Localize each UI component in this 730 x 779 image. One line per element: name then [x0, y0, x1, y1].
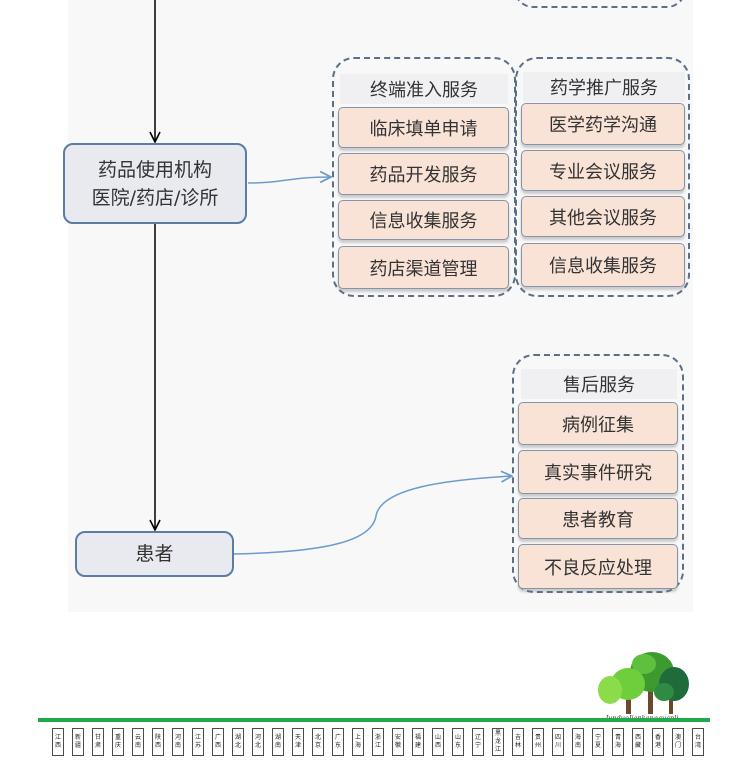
terminal-item: 临床填单申请 — [338, 107, 509, 148]
province-label: 四川 — [552, 728, 564, 756]
aftersales-item: 病例征集 — [518, 402, 678, 445]
province-label: 山西 — [432, 728, 444, 756]
province-label: 甘肃 — [92, 728, 104, 756]
group-partial-top — [514, 0, 686, 8]
aftersales-item: 不良反应处理 — [518, 544, 678, 589]
tree-logo: JunduoJiankangquanli — [598, 652, 689, 722]
province-label: 广东 — [332, 728, 344, 756]
promotion-item: 医学药学沟通 — [521, 103, 685, 145]
province-label: 浙江 — [372, 728, 384, 756]
province-label: 贵州 — [532, 728, 544, 756]
province-row: 江西新疆甘肃重庆云南陕西河南江苏广西湖北河北湖南天津北京广东上海浙江安徽福建山西… — [52, 728, 712, 762]
province-label: 河北 — [252, 728, 264, 756]
province-label: 湖南 — [272, 728, 284, 756]
group-after-sales-title: 售后服务 — [521, 369, 677, 399]
province-label: 湖北 — [232, 728, 244, 756]
province-label: 云南 — [132, 728, 144, 756]
province-label: 安徽 — [392, 728, 404, 756]
terminal-item: 药品开发服务 — [338, 153, 509, 195]
aftersales-item: 真实事件研究 — [518, 450, 678, 494]
province-label: 福建 — [412, 728, 424, 756]
promotion-item: 专业会议服务 — [521, 150, 685, 191]
province-label: 天津 — [292, 728, 304, 756]
province-label: 上海 — [352, 728, 364, 756]
node-institution: 药品使用机构 医院/药店/诊所 — [63, 143, 247, 224]
province-label: 香港 — [652, 728, 664, 756]
node-patient: 患者 — [75, 531, 234, 577]
province-label: 海南 — [572, 728, 584, 756]
province-label: 台湾 — [692, 728, 704, 756]
province-label: 澳门 — [672, 728, 684, 756]
province-label: 北京 — [312, 728, 324, 756]
province-label: 新疆 — [72, 728, 84, 756]
province-label: 重庆 — [112, 728, 124, 756]
node-institution-line-1: 药品使用机构 — [97, 158, 212, 181]
promotion-item: 信息收集服务 — [521, 243, 685, 287]
province-label: 西藏 — [632, 728, 644, 756]
curve-patient-to-aftersales — [233, 476, 512, 555]
node-institution-line-2: 医院/药店/诊所 — [91, 186, 219, 209]
group-after-sales — [512, 354, 684, 593]
footer-green-bar — [38, 718, 710, 722]
province-label: 青海 — [612, 728, 624, 756]
province-label: 陕西 — [152, 728, 164, 756]
province-label: 广西 — [212, 728, 224, 756]
province-label: 河南 — [172, 728, 184, 756]
terminal-item: 信息收集服务 — [338, 200, 509, 240]
promotion-item: 其他会议服务 — [521, 196, 685, 237]
terminal-item: 药店渠道管理 — [338, 246, 509, 289]
province-label: 江苏 — [192, 728, 204, 756]
province-label: 宁夏 — [592, 728, 604, 756]
curve-institution-to-terminal — [247, 177, 331, 184]
group-terminal-access-title: 终端准入服务 — [340, 74, 508, 104]
province-label: 辽宁 — [472, 728, 484, 756]
province-label: 山东 — [452, 728, 464, 756]
province-label: 江西 — [52, 728, 64, 756]
aftersales-item: 患者教育 — [518, 498, 678, 539]
province-label: 吉林 — [512, 728, 524, 756]
node-patient-label: 患者 — [135, 543, 174, 565]
group-pharmacy-promotion — [515, 57, 690, 297]
province-label: 黑龙江 — [492, 728, 504, 756]
group-pharmacy-promotion-title: 药学推广服务 — [523, 72, 685, 102]
